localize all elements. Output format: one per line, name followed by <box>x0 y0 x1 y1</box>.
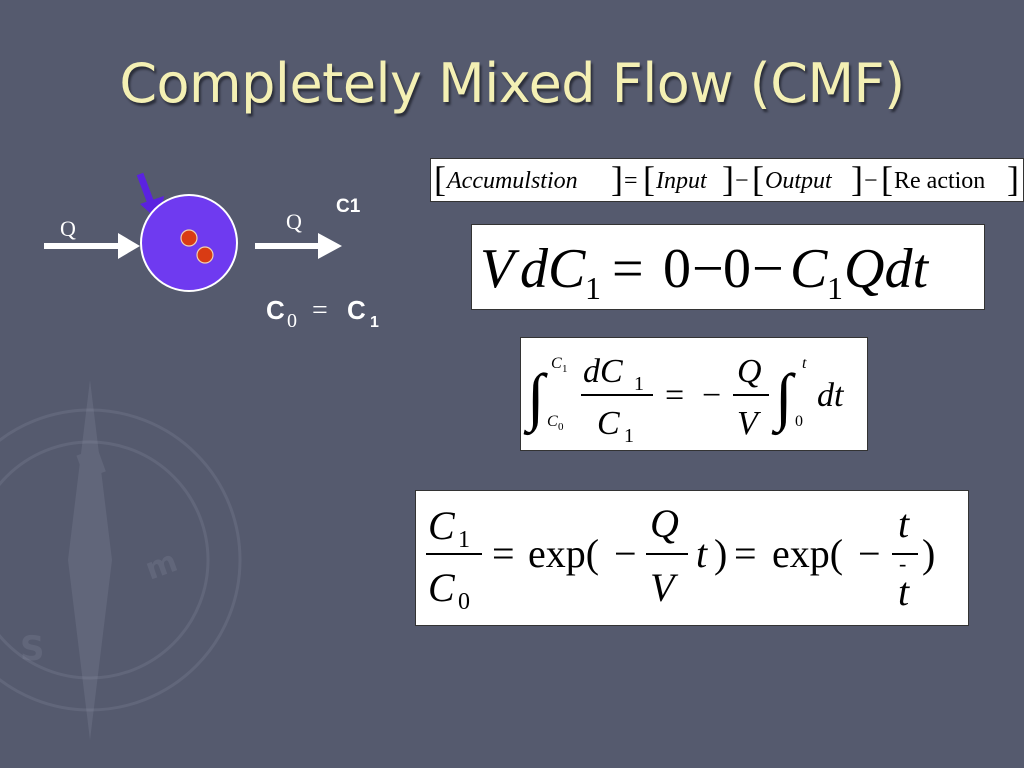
bracket-open-4: [ <box>881 159 893 199</box>
sol-den2: V <box>650 565 679 610</box>
outflow-arrow <box>255 233 342 259</box>
sol-minus-1: − <box>614 531 637 576</box>
inflow-arrow <box>44 233 140 259</box>
sol-fraction-bar-3 <box>892 553 918 555</box>
integral-equation: ∫ C 1 C 0 dC 1 C 1 = − Q V ∫ t 0 dt <box>520 337 868 451</box>
bracket-open-1: [ <box>434 159 446 199</box>
int-tail: dt <box>817 377 845 414</box>
sol-close-2: ) <box>922 531 935 576</box>
particle-1 <box>180 229 198 247</box>
sol-den1: C <box>428 565 456 610</box>
sol-fraction-bar-2 <box>646 553 688 555</box>
int1-upper-sub: 1 <box>562 363 568 375</box>
int-equals: = <box>665 377 684 414</box>
outflow-concentration-label: C1 <box>336 196 361 217</box>
sol-tbar-mark: - <box>899 551 906 576</box>
bracket-close-3: ] <box>851 159 863 199</box>
diff-zero-1: 0 <box>663 238 691 300</box>
diff-minus-2: − <box>752 238 784 300</box>
sol-exp-1: exp( <box>528 531 599 576</box>
svg-text:S: S <box>20 629 45 669</box>
outflow-label: Q <box>286 209 302 234</box>
sol-den1-sub: 0 <box>458 589 470 615</box>
integral-sign-1: ∫ <box>523 361 548 436</box>
integral-sign-2: ∫ <box>771 361 796 436</box>
slide-title: Completely Mixed Flow (CMF) <box>119 52 905 115</box>
diff-rhs-sub: 1 <box>827 270 843 306</box>
solution-equation: C 1 C 0 = exp( − Q V t ) = exp( − t - t … <box>415 490 969 626</box>
sol-close-1: ) <box>714 531 727 576</box>
int1-lower-sub: 0 <box>558 421 564 433</box>
equality-left-subscript: 0 <box>287 310 297 332</box>
sol-equals-2: = <box>734 531 757 576</box>
term-output: Output <box>765 168 833 194</box>
mass-balance-equation: [ Accumulstion ] = [ Input ] − [ Output … <box>430 158 1024 202</box>
diff-volume: V <box>480 238 520 300</box>
int-num2: Q <box>737 353 762 390</box>
diff-zero-2: 0 <box>723 238 751 300</box>
sol-num2: Q <box>650 501 679 546</box>
bracket-open-2: [ <box>643 159 655 199</box>
sol-fraction-bar-1 <box>426 553 482 555</box>
sol-t: t <box>696 531 708 576</box>
bracket-open-3: [ <box>752 159 764 199</box>
diff-minus-1: − <box>692 238 724 300</box>
int-num1: dC <box>583 353 623 390</box>
diff-equals: = <box>612 238 644 300</box>
differential-equation: V d C 1 = 0 − 0 − C 1 Qdt <box>471 224 985 310</box>
int-den1-sub: 1 <box>624 425 634 447</box>
diff-rhs-rest: Qdt <box>844 238 929 300</box>
diff-lhs-sub: 1 <box>585 270 601 306</box>
int1-lower-letter: C <box>547 413 558 430</box>
operator-minus-1: − <box>735 168 749 194</box>
int-den1: C <box>597 405 620 442</box>
diff-d: d <box>520 238 549 300</box>
concentration-equality: C 0 = C 1 <box>266 295 379 332</box>
int-den2: V <box>737 405 762 442</box>
int-minus: − <box>702 377 721 414</box>
equality-right-subscript: 1 <box>370 314 379 331</box>
sol-num1: C <box>428 503 456 548</box>
sol-num1-sub: 1 <box>458 527 470 553</box>
equality-operator: = <box>312 295 328 326</box>
term-reaction: Re action <box>894 168 985 194</box>
bracket-close-2: ] <box>722 159 734 199</box>
reactor-tank <box>140 194 238 292</box>
int2-lower: 0 <box>795 413 803 430</box>
equality-right-letter: C <box>347 295 366 325</box>
inflow-label: Q <box>60 216 76 241</box>
int-num1-sub: 1 <box>634 373 644 395</box>
int-fraction-bar-2 <box>733 394 769 396</box>
equality-left-letter: C <box>266 295 285 325</box>
sol-den3: t <box>898 569 910 614</box>
particle-2 <box>196 246 214 264</box>
bracket-close-1: ] <box>611 159 623 199</box>
sol-equals-1: = <box>492 531 515 576</box>
diff-rhs-c: C <box>790 238 828 300</box>
sol-num3: t <box>898 501 910 546</box>
int1-upper-letter: C <box>551 355 562 372</box>
int-fraction-bar-1 <box>581 394 653 396</box>
bracket-close-4: ] <box>1007 159 1019 199</box>
operator-equals: = <box>624 168 638 194</box>
operator-minus-2: − <box>864 168 878 194</box>
term-accumulation: Accumulstion <box>445 168 578 194</box>
int2-upper: t <box>802 355 807 372</box>
sol-minus-2: − <box>858 531 881 576</box>
diff-lhs-c: C <box>548 238 586 300</box>
sol-exp-2: exp( <box>772 531 843 576</box>
term-input: Input <box>655 168 708 194</box>
